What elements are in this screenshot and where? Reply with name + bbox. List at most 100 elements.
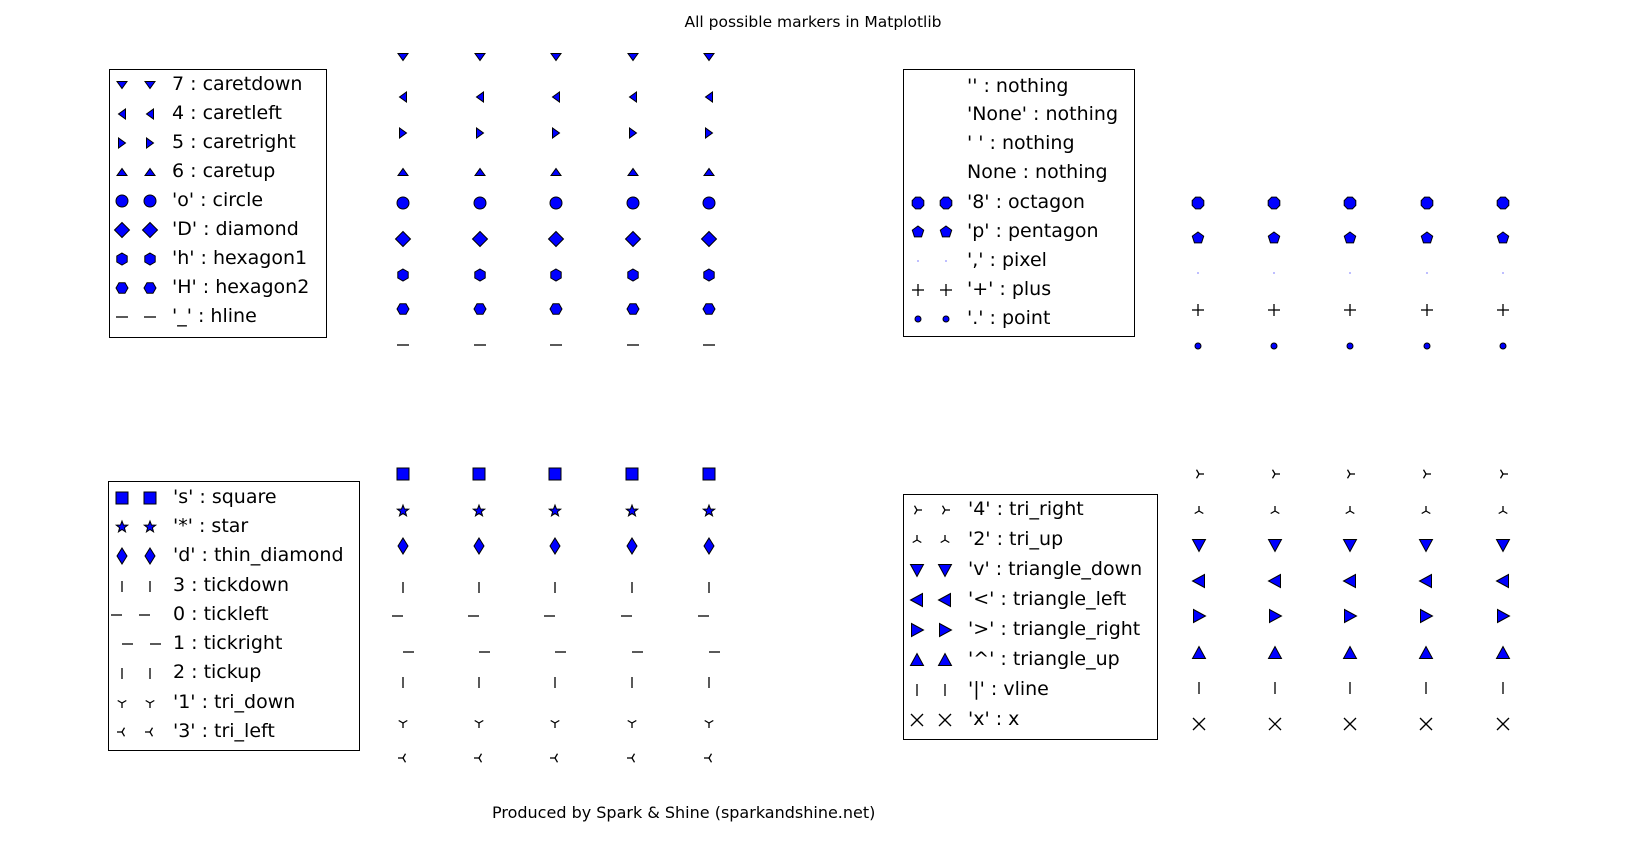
scatter-points-top-right: [1191, 196, 1510, 350]
marker-row-square: [396, 467, 716, 481]
triangle-right-marker-icon: [1344, 608, 1358, 624]
caretdown-marker-icon: [627, 53, 639, 62]
legend-label: None : nothing: [967, 161, 1108, 183]
legend-label: '1' : tri_down: [173, 691, 296, 713]
footer-credit: Produced by Spark & Shine (sparkandshine…: [492, 803, 876, 822]
triangle-right-marker-icon: [1269, 608, 1283, 624]
tri-up-marker-icon: [1270, 506, 1280, 515]
caretdown-marker-icon: [474, 53, 486, 62]
legend-label: 'D' : diamond: [172, 218, 299, 240]
plus-marker-icon: [1344, 304, 1356, 316]
legend-label: 'd' : thin_diamond: [173, 544, 344, 566]
panel-top-left: [394, 53, 718, 346]
marker-row-diamond: [394, 230, 718, 248]
scatter-points-top-left: [394, 53, 718, 346]
marker-row-x: [1192, 717, 1510, 731]
caretright-marker-icon: [399, 127, 408, 139]
tri-up-marker-icon: [1345, 506, 1355, 515]
marker-row-tri-right: [1195, 469, 1508, 479]
point-marker-icon: [1423, 342, 1431, 350]
thin-diamond-marker-icon: [473, 537, 485, 555]
triangle-left-marker-icon: [1267, 573, 1281, 589]
tri-right-marker-icon: [1499, 469, 1508, 479]
legend-label: '+' : plus: [967, 278, 1052, 300]
marker-row-tri-down: [398, 719, 714, 728]
marker-row-caretright: [399, 127, 714, 139]
square-marker-icon: [702, 467, 716, 481]
marker-row-circle: [396, 196, 716, 210]
marker-row-caretleft: [398, 91, 713, 103]
pixel-marker-icon: [1426, 272, 1428, 274]
triangle-down-marker-icon: [1418, 539, 1434, 553]
plus-marker-icon: [1497, 304, 1509, 316]
triangle-right-marker-icon: [1497, 608, 1511, 624]
caretup-marker-icon: [703, 167, 715, 176]
marker-row-tickup: [402, 677, 710, 688]
triangle-up-marker-icon: [1495, 645, 1511, 659]
legend-label: 'o' : circle: [172, 189, 264, 211]
caretup-marker-icon: [550, 167, 562, 176]
marker-row-hexagon1: [397, 268, 715, 282]
circle-marker-icon: [626, 196, 640, 210]
tri-right-marker-icon: [1346, 469, 1355, 479]
caretleft-marker-icon: [551, 91, 560, 103]
legend-label: '^' : triangle_up: [968, 648, 1120, 670]
diamond-marker-icon: [700, 230, 718, 248]
legend-label: '2' : tri_up: [968, 528, 1064, 550]
star-marker-icon: [471, 503, 487, 518]
marker-row-tickdown: [402, 582, 710, 593]
marker-row-point: [1194, 342, 1507, 350]
legend-label: 7 : caretdown: [172, 73, 303, 95]
caretdown-marker-icon: [550, 53, 562, 62]
tri-left-marker-icon: [398, 753, 407, 763]
x-marker-icon: [1192, 717, 1206, 731]
triangle-down-marker-icon: [1342, 539, 1358, 553]
scatter-points-bottom-left: [392, 467, 720, 763]
hexagon1-marker-icon: [550, 268, 562, 282]
triangle-right-marker-icon: [1193, 608, 1207, 624]
octagon-marker-icon: [1496, 196, 1510, 210]
tri-left-marker-icon: [550, 753, 559, 763]
diamond-marker-icon: [394, 230, 412, 248]
tri-down-marker-icon: [398, 719, 408, 728]
legend-label: 3 : tickdown: [173, 574, 290, 596]
point-marker-icon: [1499, 342, 1507, 350]
marker-row-tri-up: [1194, 506, 1508, 515]
x-marker-icon: [1419, 717, 1433, 731]
legend-label: 'p' : pentagon: [967, 220, 1099, 242]
marker-row-thin-diamond: [397, 537, 715, 555]
octagon-marker-icon: [1191, 196, 1205, 210]
circle-marker-icon: [473, 196, 487, 210]
pixel-marker-icon: [1349, 272, 1351, 274]
chart-title-text: All possible markers in Matplotlib: [684, 13, 942, 31]
diamond-marker-icon: [547, 230, 565, 248]
circle-marker-icon: [702, 196, 716, 210]
legend-label: 0 : tickleft: [173, 603, 269, 625]
legend-label: 6 : caretup: [172, 160, 276, 182]
triangle-down-marker-icon: [1191, 539, 1207, 553]
tri-up-marker-icon: [1194, 506, 1204, 515]
triangle-left-marker-icon: [1495, 573, 1509, 589]
legend-label: '.' : point: [967, 307, 1051, 329]
legend-label: 1 : tickright: [173, 632, 283, 654]
point-marker-icon: [1194, 342, 1202, 350]
pixel-marker-icon: [1273, 272, 1275, 274]
plus-marker-icon: [1421, 304, 1433, 316]
thin-diamond-marker-icon: [549, 537, 561, 555]
circle-marker-icon: [549, 196, 563, 210]
tri-down-marker-icon: [704, 719, 714, 728]
plus-marker-icon: [1192, 304, 1204, 316]
caretleft-marker-icon: [475, 91, 484, 103]
chart-title: All possible markers in Matplotlib: [0, 13, 1626, 31]
pixel-marker-icon: [1502, 272, 1504, 274]
hexagon2-marker-icon: [473, 303, 487, 315]
x-marker-icon: [1343, 717, 1357, 731]
legend-label: 'h' : hexagon1: [172, 247, 308, 269]
panel-top-right: [1191, 196, 1510, 350]
caretup-marker-icon: [474, 167, 486, 176]
panel-bottom-left: [392, 467, 720, 763]
diamond-marker-icon: [471, 230, 489, 248]
legend-label: ' ' : nothing: [967, 132, 1075, 154]
marker-row-star: [395, 503, 717, 518]
